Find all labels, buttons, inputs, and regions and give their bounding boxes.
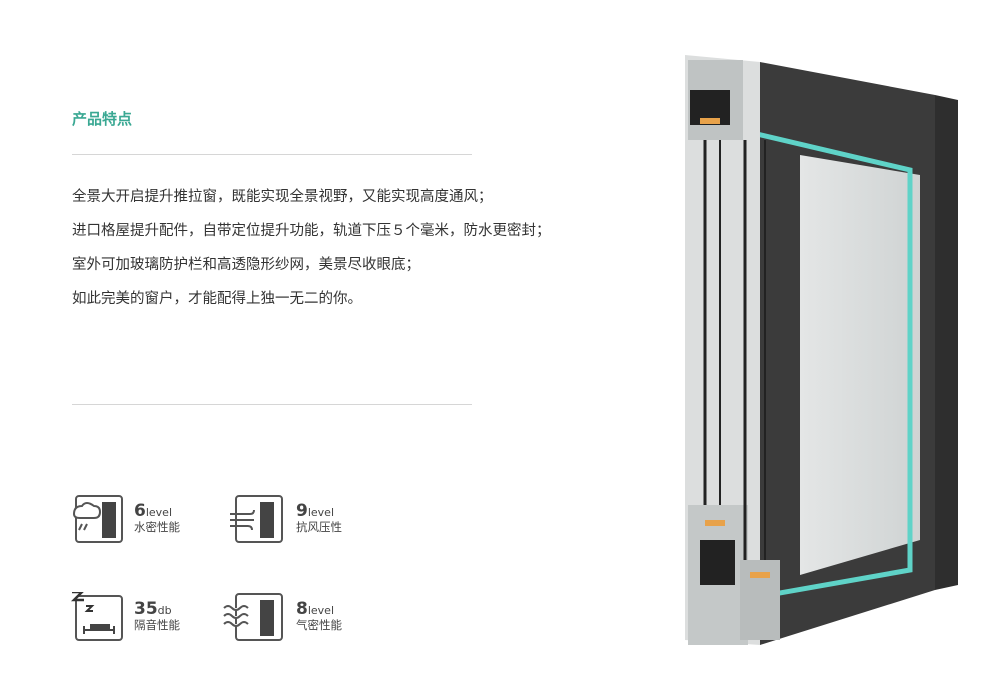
sound-bed-icon [70, 592, 123, 641]
description: 全景大开启提升推拉窗，既能实现全景视野，又能实现高度通风； 进口格屋提升配件，自… [72, 180, 551, 316]
description-line: 全景大开启提升推拉窗，既能实现全景视野，又能实现高度通风； [72, 189, 493, 205]
feature-value: 8 [296, 599, 308, 619]
window-profile-image [685, 55, 958, 645]
feature-air-tightness: 8level 气密性能 [222, 592, 342, 642]
feature-value: 9 [296, 501, 308, 521]
feature-value: 35 [134, 599, 158, 619]
feature-unit: level [307, 506, 335, 519]
feature-unit: level [145, 506, 173, 519]
feature-label: 抗风压性 [296, 520, 342, 534]
description-line: 室外可加玻璃防护栏和高透隐形纱网，美景尽收眼底； [72, 257, 420, 273]
feature-label: 气密性能 [296, 618, 342, 632]
feature-value: 6 [134, 501, 146, 521]
feature-sound-insulation: 35db 隔音性能 [66, 592, 180, 642]
description-line: 如此完美的窗户，才能配得上独一无二的你。 [72, 291, 362, 307]
divider-top [72, 154, 472, 155]
wind-icon [230, 495, 283, 543]
feature-unit: db [157, 604, 172, 617]
description-line: 进口格屋提升配件，自带定位提升功能，轨道下压５个毫米，防水更密封； [72, 223, 551, 239]
feature-wind-pressure: 9level 抗风压性 [228, 494, 342, 544]
air-wave-icon [223, 593, 283, 641]
feature-label: 隔音性能 [134, 618, 180, 632]
feature-label: 水密性能 [134, 520, 180, 534]
divider-bottom [72, 404, 472, 405]
feature-unit: level [307, 604, 335, 617]
rain-cloud-icon [72, 495, 123, 543]
section-title: 产品特点 [72, 110, 133, 128]
feature-water-tightness: 6level 水密性能 [66, 494, 180, 544]
